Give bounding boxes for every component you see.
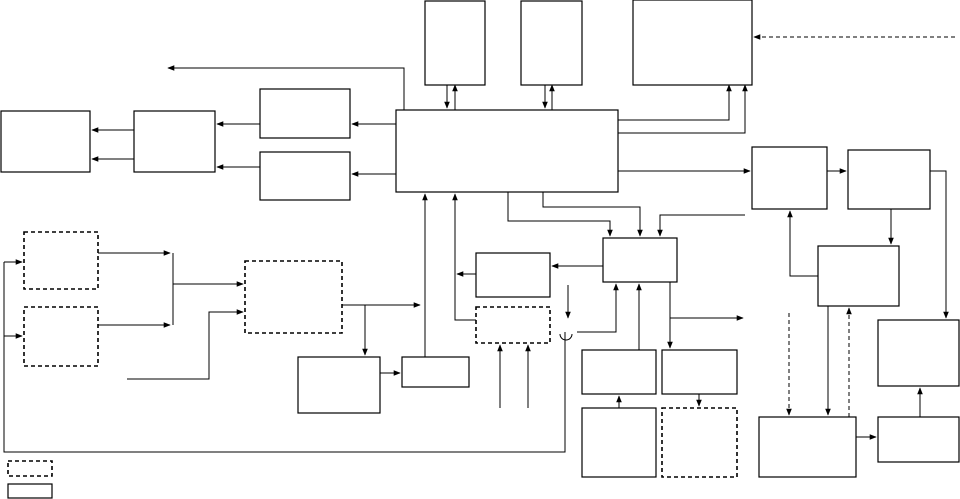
arrow-central-to-top3-a [618, 84, 732, 121]
legend [7, 460, 53, 499]
block-bottom-2 [661, 349, 738, 395]
arrow-dashedmid-to-central [452, 193, 476, 321]
block-hub [602, 237, 678, 283]
block-right-bottom [877, 416, 960, 463]
arrow-ext-to-hub [657, 214, 745, 237]
arrow-central-to-hub-a [507, 192, 613, 237]
crossover-hop [559, 333, 573, 341]
block-top-2 [520, 0, 583, 86]
block-right-2 [847, 149, 931, 210]
block-right-1 [751, 146, 828, 210]
block-dashed-mid [475, 306, 551, 344]
block-dashed-left-2 [23, 306, 99, 367]
arrow-rightmid-to-right1 [787, 210, 818, 277]
block-bottom-1 [581, 349, 657, 395]
block-far-left [0, 110, 91, 173]
legend-solid-swatch [7, 483, 53, 499]
legend-dashed-swatch [7, 460, 53, 477]
block-right-tall [877, 319, 960, 387]
block-central [395, 109, 619, 193]
block-dashed-left-1 [23, 231, 99, 290]
block-lower-left [297, 356, 381, 414]
block-bottom-4-dashed [661, 407, 738, 478]
block-top-3 [632, 0, 753, 86]
arrow-central-upleft-out [167, 65, 405, 110]
arrow-hub-out-right [669, 282, 744, 321]
block-right-mid [817, 245, 900, 307]
arrow-central-to-top3-b [618, 84, 748, 134]
blocks [0, 0, 960, 478]
block-left-mid [133, 110, 216, 173]
connections [3, 34, 955, 453]
feedback-line [3, 262, 566, 453]
block-dashed-center [244, 260, 343, 334]
block-upper-small-2 [259, 151, 351, 201]
block-top-1 [424, 0, 486, 86]
arrow-right2-to-righttall [930, 170, 949, 319]
block-bottom-right-large [758, 416, 857, 478]
block-upper-small-1 [259, 88, 351, 139]
block-mid-small [475, 252, 551, 298]
arrow-ext-to-dashedcenter [127, 309, 244, 380]
block-lower-small [401, 356, 470, 388]
block-bottom-3 [581, 407, 657, 478]
arrow-central-to-hub-b [542, 192, 643, 237]
arrow-dashedmid-to-hub [577, 283, 619, 333]
